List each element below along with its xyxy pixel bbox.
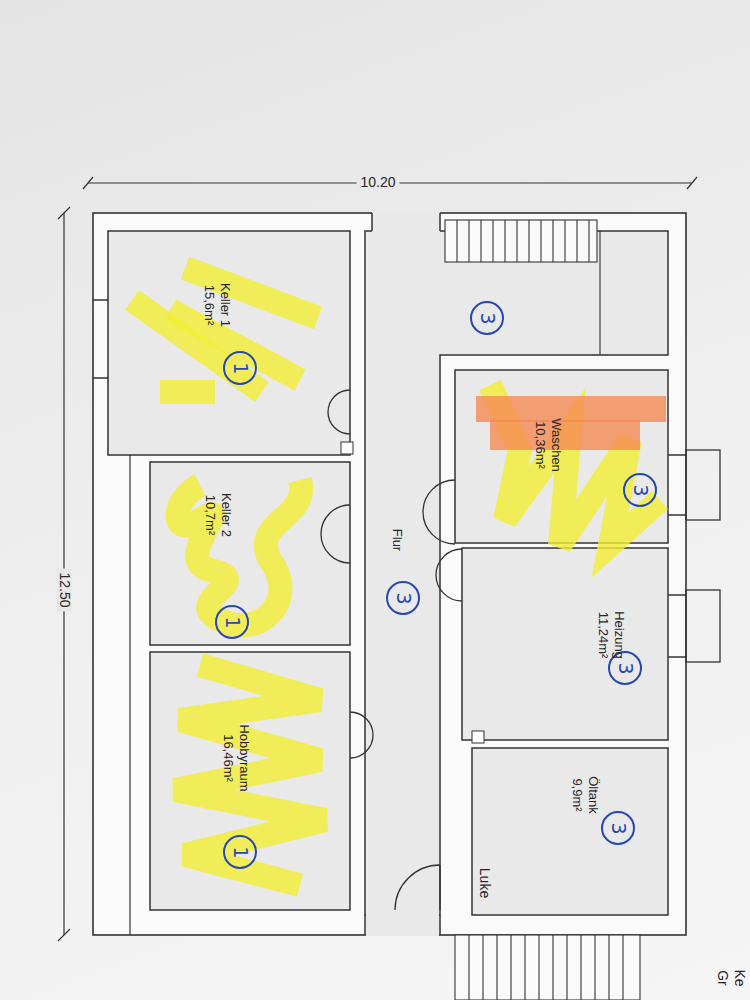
room-name: Keller 1 [217, 283, 233, 327]
window-well [686, 450, 720, 520]
callout-number: 1 [231, 846, 250, 858]
dimension-lines [58, 177, 697, 941]
opening-jamb [372, 213, 440, 231]
cut-off-text: Ke [732, 969, 747, 986]
shaft [472, 731, 484, 743]
opening-jamb [365, 915, 440, 935]
room-floor [150, 652, 350, 910]
corridor-floor [365, 231, 668, 915]
wall-line [129, 455, 130, 935]
room-name: Flur [389, 529, 405, 551]
stair-flight [455, 935, 640, 1000]
callout-number: 3 [631, 484, 650, 496]
highlight-band [490, 420, 640, 450]
shaft [341, 442, 353, 454]
room-text: Öltank9,9m² [569, 776, 600, 814]
room-box: 1 Hobbyraum16,46m² [150, 652, 350, 910]
top-opening [372, 212, 440, 232]
room-box: 1 Keller 115,6m² [108, 231, 350, 455]
room-text: Flur [389, 529, 405, 551]
callout-number: 1 [223, 616, 242, 628]
window-well [686, 590, 720, 662]
stair-steps [469, 935, 623, 1000]
cut-off-text: Gr [714, 970, 729, 986]
stairs [445, 220, 640, 1000]
room-box: 3 Waschen10,36m² [455, 370, 668, 543]
entrance-opening [366, 914, 439, 936]
room-text: Keller 210,7m² [202, 493, 233, 537]
room-floor [108, 231, 350, 455]
callout-circle: 3 [601, 811, 635, 845]
doors [321, 390, 462, 910]
callout-number: 1 [231, 362, 250, 374]
windows [93, 300, 720, 662]
highlight-stroke [175, 665, 325, 885]
highlight-stroke [178, 480, 302, 625]
room-floor [472, 748, 668, 915]
callout-circle: 3 [470, 301, 504, 335]
dimension-label: 12.50 [56, 568, 71, 611]
orange-highlighter [476, 396, 666, 450]
room-box: 3 Öltank9,9m² [472, 748, 668, 915]
room-floor [150, 462, 350, 645]
area-label: 10,7m² [202, 493, 218, 537]
room-text: Waschen10,36m² [532, 418, 563, 472]
area-label: 11,24m² [595, 611, 611, 659]
highlight-stroke [160, 380, 215, 404]
dimension-label: 10.20 [356, 175, 399, 190]
highlight-band [476, 396, 666, 422]
hatch-label: Luke [476, 868, 491, 898]
room-name: Hobbyraum [236, 724, 252, 791]
callout-number: 3 [394, 592, 413, 604]
room-name: Waschen [548, 418, 564, 472]
room-text: Hobbyraum16,46m² [220, 724, 251, 791]
door-swing [328, 390, 350, 434]
rooms [108, 231, 668, 915]
callout-circle: 1 [215, 605, 249, 639]
callout-number: 3 [609, 822, 628, 834]
callout-circle: 1 [223, 835, 257, 869]
callout-number: 3 [478, 312, 497, 324]
room-name: Öltank [585, 776, 601, 814]
window [668, 455, 686, 657]
area-label: 15,6m² [201, 283, 217, 327]
callout-number: 3 [616, 662, 635, 674]
callout-circle: 3 [623, 473, 657, 507]
door-swing [395, 865, 440, 910]
window [93, 300, 108, 378]
room-floor [462, 548, 668, 740]
outer-wall [93, 213, 686, 935]
stair-steps [457, 220, 589, 262]
room-name: Heizung [611, 611, 627, 659]
callout-circle: 1 [223, 351, 257, 385]
highlighter [132, 268, 660, 885]
highlight-stroke [170, 310, 300, 380]
area-label: 9,9m² [569, 776, 585, 814]
door-swing [423, 480, 455, 544]
door-swing [321, 505, 350, 563]
door-swing [350, 712, 373, 758]
area-label: 16,46m² [220, 724, 236, 791]
room-box: 3 Heizung11,24m² [462, 548, 668, 740]
callout-circle: 3 [386, 581, 420, 615]
stair-flight [445, 220, 597, 262]
stair-edge [599, 231, 600, 355]
door-swing [436, 549, 462, 601]
room-text: Heizung11,24m² [595, 611, 626, 659]
room-box: 1 Keller 210,7m² [150, 462, 350, 645]
room-name: Keller 2 [218, 493, 234, 537]
area-label: 10,36m² [532, 418, 548, 472]
room-box: 3 Flur [365, 231, 440, 915]
room-text: Keller 115,6m² [201, 283, 232, 327]
